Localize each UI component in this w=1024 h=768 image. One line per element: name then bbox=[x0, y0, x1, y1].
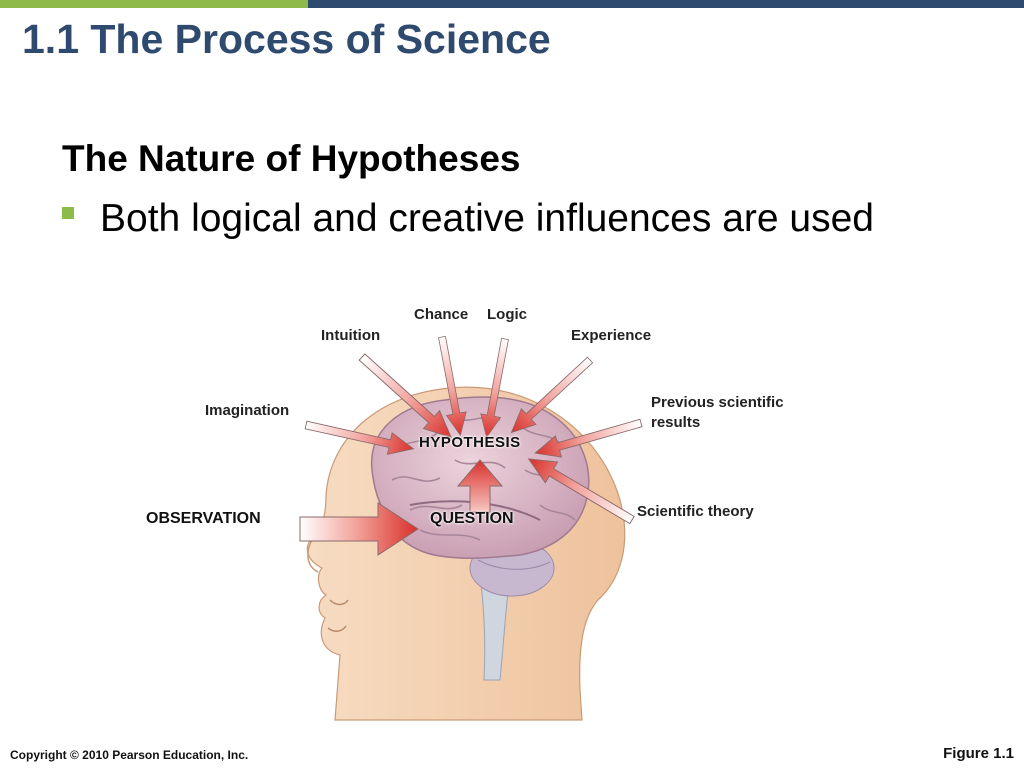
bullet-text: Both logical and creative influences are… bbox=[100, 197, 874, 240]
copyright-notice: Copyright © 2010 Pearson Education, Inc. bbox=[10, 748, 249, 762]
bullet-point: Both logical and creative influences are… bbox=[62, 197, 874, 241]
top-accent-bar-blue bbox=[308, 0, 1024, 8]
label-intuition: Intuition bbox=[321, 327, 381, 344]
label-experience: Experience bbox=[571, 327, 652, 344]
label-hypothesis: HYPOTHESIS bbox=[419, 434, 521, 451]
question-to-hypothesis-arrow bbox=[456, 459, 504, 513]
top-accent-bar-green bbox=[0, 0, 308, 8]
label-scientific-theory: Scientific theory bbox=[637, 503, 754, 520]
label-previous-scientific-results: Previous scientific results bbox=[651, 394, 784, 431]
label-chance: Chance bbox=[414, 306, 469, 323]
observation-arrow bbox=[299, 502, 419, 556]
slide-title: 1.1 The Process of Science bbox=[22, 16, 551, 62]
section-heading: The Nature of Hypotheses bbox=[62, 138, 521, 179]
bullet-square-icon bbox=[62, 206, 74, 219]
label-imagination: Imagination bbox=[205, 402, 290, 419]
label-logic: Logic bbox=[487, 306, 527, 323]
label-observation: OBSERVATION bbox=[146, 510, 261, 527]
label-question: QUESTION bbox=[430, 510, 514, 527]
figure-reference: Figure 1.1 bbox=[943, 745, 1014, 762]
